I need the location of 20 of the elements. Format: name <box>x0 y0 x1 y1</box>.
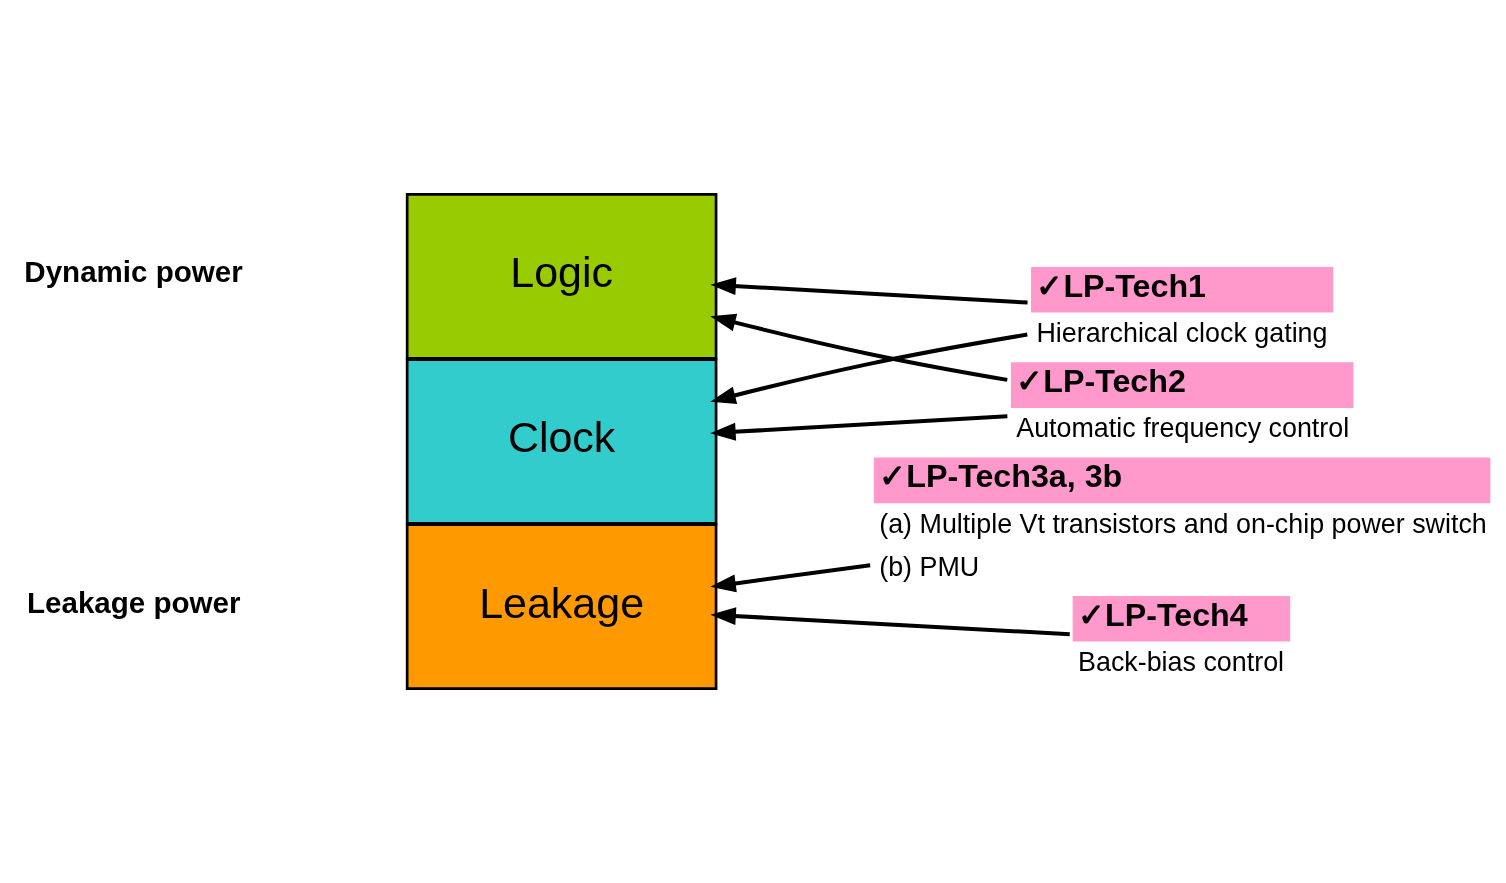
node-box: ✓LP-Tech3a, 3b <box>873 457 1491 504</box>
arrow <box>710 277 1028 305</box>
node-box: Clock <box>405 358 718 525</box>
arrow <box>710 414 1008 441</box>
arrow <box>710 313 1008 382</box>
arrow <box>710 607 1070 637</box>
node-box: Logic <box>405 193 718 360</box>
node-box: ✓LP-Tech1 <box>1031 266 1334 313</box>
node-label: Automatic frequency control <box>1016 413 1350 444</box>
label: Leakage power <box>27 585 241 619</box>
node-label: (a) Multiple Vt transistors and on-chip power switch <box>879 508 1487 539</box>
arrow <box>710 332 1028 404</box>
node-box: ✓LP-Tech2 <box>1010 362 1354 408</box>
node-box: ✓LP-Tech4 <box>1072 595 1291 642</box>
label: Dynamic power <box>24 255 243 289</box>
node-box: Leakage <box>405 523 718 690</box>
arrow <box>710 563 871 593</box>
node-label: Back-bias control <box>1078 647 1285 678</box>
node-label: (b) PMU <box>879 551 980 582</box>
node-label: Hierarchical clock gating <box>1036 318 1328 349</box>
